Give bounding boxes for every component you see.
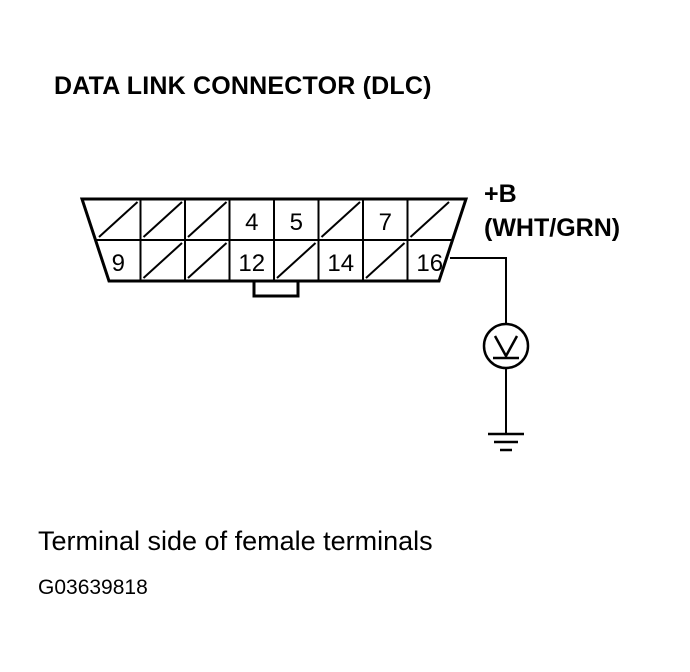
empty-cavity-slash xyxy=(320,201,361,238)
connector-pin-12: 12 xyxy=(228,240,265,281)
voltmeter-icon xyxy=(482,322,530,370)
connector-cavity-empty xyxy=(273,240,317,281)
connector-lock-tab xyxy=(252,279,300,298)
connector-cavity-empty xyxy=(317,199,361,240)
pin-number: 16 xyxy=(416,250,443,277)
empty-cavity-slash xyxy=(187,242,228,279)
diagram-caption: Terminal side of female terminals xyxy=(38,526,433,556)
supply-label: +B xyxy=(484,180,517,208)
connector-top-row: 4 5 7 xyxy=(96,199,452,241)
connector-cavity-empty xyxy=(184,240,228,281)
probe-wire xyxy=(450,257,507,324)
connector-cavity-empty xyxy=(139,199,183,240)
figure-code: G03639818 xyxy=(38,576,148,599)
connector-cavity-empty xyxy=(98,201,139,238)
ground-icon xyxy=(488,432,524,452)
pin-number: 5 xyxy=(290,209,303,236)
connector-pin-16: 16 xyxy=(406,240,443,281)
connector-cavity-empty xyxy=(362,240,406,281)
empty-cavity-slash xyxy=(409,201,450,238)
connector-cavity-empty xyxy=(406,199,450,240)
connector-pin-7: 7 xyxy=(362,199,392,240)
connector-pin-9: 9 xyxy=(112,250,125,277)
wire-color-label: (WHT/GRN) xyxy=(484,214,621,242)
connector-cavity-empty xyxy=(139,240,183,281)
diagram-title: DATA LINK CONNECTOR (DLC) xyxy=(54,72,432,100)
connector-pin-4: 4 xyxy=(228,199,258,240)
pin-number: 7 xyxy=(379,209,392,236)
empty-cavity-slash xyxy=(98,201,139,238)
pin-number: 14 xyxy=(327,250,354,277)
empty-cavity-slash xyxy=(142,201,183,238)
empty-cavity-slash xyxy=(142,242,183,279)
pin-number: 12 xyxy=(238,250,265,277)
empty-cavity-slash xyxy=(365,242,406,279)
connector-outline xyxy=(79,197,469,283)
empty-cavity-slash xyxy=(276,242,317,279)
connector-pin-5: 5 xyxy=(273,199,303,240)
connector-cavity-empty xyxy=(184,199,228,240)
pin-number: 4 xyxy=(245,209,258,236)
connector-bottom-row: 9 12 14 16 xyxy=(112,240,443,281)
pin-number: 9 xyxy=(112,250,125,277)
empty-cavity-slash xyxy=(187,201,228,238)
connector-pin-14: 14 xyxy=(317,240,354,281)
